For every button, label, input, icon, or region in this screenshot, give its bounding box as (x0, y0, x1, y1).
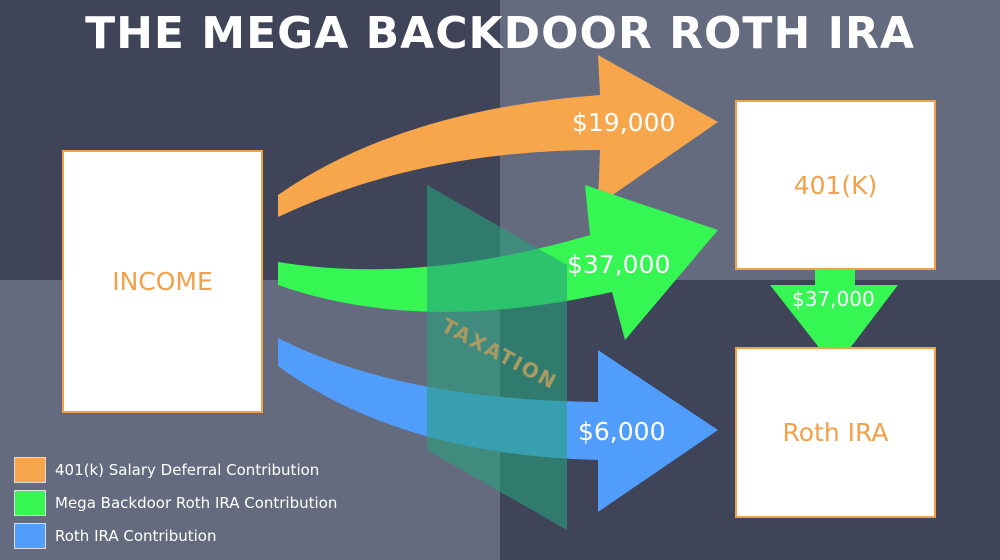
orange-swatch (14, 456, 46, 483)
orange-amount: $19,000 (572, 108, 676, 137)
income-box: INCOME (62, 150, 263, 413)
green-amount: $37,000 (567, 250, 671, 279)
green-swatch (14, 489, 46, 516)
legend-item: Mega Backdoor Roth IRA Contribution (14, 486, 337, 519)
page-title: THE MEGA BACKDOOR ROTH IRA (85, 8, 915, 59)
blue-amount: $6,000 (578, 417, 666, 446)
roth-ira-box: Roth IRA (735, 347, 936, 518)
blue-swatch (14, 522, 46, 549)
orange-arrow (278, 55, 718, 217)
401k-box: 401(K) (735, 100, 936, 270)
legend-label: Mega Backdoor Roth IRA Contribution (55, 493, 338, 512)
legend-label: 401(k) Salary Deferral Contribution (55, 460, 320, 479)
legend-item: Roth IRA Contribution (14, 519, 337, 552)
legend-item: 401(k) Salary Deferral Contribution (14, 453, 337, 486)
legend: 401(k) Salary Deferral Contribution Mega… (14, 453, 337, 552)
transfer-arrow (770, 268, 898, 368)
taxation-wall (427, 185, 567, 530)
transfer-amount: $37,000 (792, 287, 875, 311)
legend-label: Roth IRA Contribution (55, 526, 217, 545)
